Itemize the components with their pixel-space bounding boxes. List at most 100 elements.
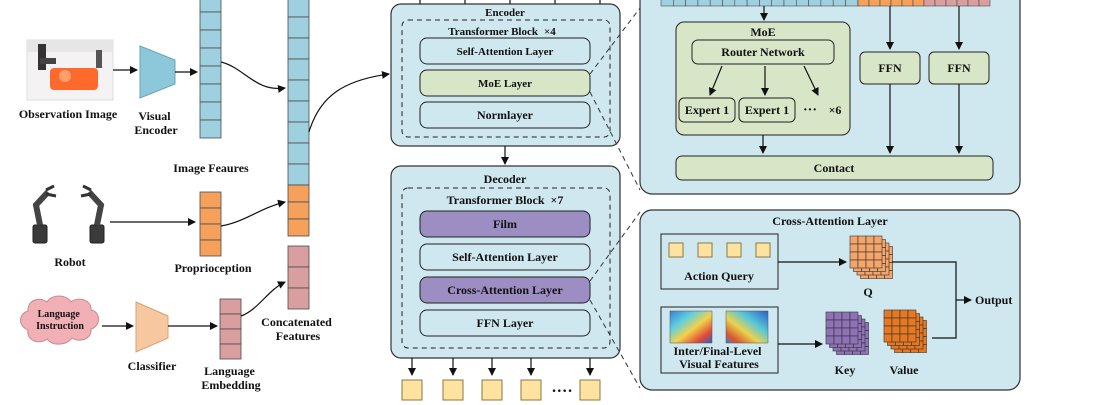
bar-image-cell bbox=[697, 0, 711, 7]
expert-dots: ··· bbox=[803, 103, 817, 118]
expert-repeat: ×6 bbox=[829, 103, 842, 117]
output-token bbox=[442, 379, 464, 401]
visual-encoder-label: Visual Encoder bbox=[134, 109, 178, 137]
bar-lang-cell bbox=[923, 0, 936, 7]
bar-image-cell bbox=[722, 0, 736, 7]
concatenated-features-column bbox=[287, 0, 310, 310]
encoder-self-attention-label: Self-Attention Layer bbox=[457, 46, 554, 58]
concat-image-cell bbox=[287, 100, 310, 123]
dashed-moe-connector-bottom bbox=[589, 91, 641, 191]
value-cell bbox=[899, 317, 909, 327]
value-cell bbox=[891, 309, 901, 319]
bar-image-cell bbox=[832, 0, 846, 7]
proprio-cell bbox=[199, 239, 222, 257]
key-cell bbox=[825, 327, 835, 337]
expert-1-label: Expert 1 bbox=[685, 103, 729, 117]
value-cell bbox=[907, 309, 917, 319]
action-query-token bbox=[755, 242, 771, 258]
q-cell bbox=[865, 251, 875, 261]
concat-lang-cell bbox=[287, 266, 310, 289]
q-label: Q bbox=[863, 285, 872, 299]
q-cell bbox=[857, 251, 867, 261]
contact-label: Contact bbox=[814, 161, 855, 175]
concat-image-cell bbox=[287, 121, 310, 144]
concat-lang-cell bbox=[287, 287, 310, 310]
heatmap-1 bbox=[669, 310, 713, 344]
encoder-moe-layer bbox=[419, 69, 591, 97]
concat-lang-cell bbox=[287, 245, 310, 268]
key-cell bbox=[849, 335, 859, 345]
bar-lang-cell bbox=[967, 0, 980, 7]
q-cell bbox=[849, 251, 859, 261]
action-query-tokens bbox=[668, 242, 771, 258]
feature-cell bbox=[199, 11, 222, 31]
proprioception-label: Proprioception bbox=[174, 261, 251, 275]
output-token bbox=[579, 379, 601, 401]
observation-image-label: Observation Image bbox=[19, 107, 118, 121]
bar-proprio-cell bbox=[868, 0, 881, 7]
value-cell bbox=[891, 325, 901, 335]
image-features-label: Image Feaures bbox=[173, 161, 249, 175]
lang-embedding-cell bbox=[219, 313, 242, 330]
q-cell bbox=[857, 235, 867, 245]
key-label: Key bbox=[835, 363, 856, 377]
concat-proprio-cell bbox=[287, 201, 310, 220]
decoder-cross-attention-label: Cross-Attention Layer bbox=[447, 283, 563, 297]
lang-embedding-cell bbox=[219, 298, 242, 315]
bar-image-cell bbox=[660, 0, 674, 7]
proprio-cell bbox=[199, 223, 222, 241]
q-cell bbox=[865, 259, 875, 269]
key-cell bbox=[841, 319, 851, 329]
decoder-self-attention-layer bbox=[419, 243, 591, 271]
arrow-router-to-expert3 bbox=[803, 65, 819, 96]
decoder-block-dashed bbox=[401, 187, 611, 349]
robot-arms-image bbox=[32, 184, 105, 244]
bar-proprio-cell bbox=[879, 0, 892, 7]
concatenated-features-label: Concatenated Features bbox=[261, 315, 335, 343]
output-token bbox=[401, 379, 423, 401]
value-cell bbox=[891, 317, 901, 327]
decoder-output-dots: ···· bbox=[551, 383, 572, 400]
encoder-title: Encoder bbox=[485, 7, 525, 19]
key-cell bbox=[849, 311, 859, 321]
curve-concat-to-encoder bbox=[308, 70, 390, 133]
value-label: Value bbox=[890, 363, 920, 377]
bar-proprio-cell bbox=[901, 0, 914, 7]
concat-image-cell bbox=[287, 37, 310, 60]
key-cell bbox=[825, 319, 835, 329]
key-cell bbox=[833, 335, 843, 345]
decoder-block-title: Transformer Block×7 bbox=[447, 193, 564, 207]
encoder-normlayer bbox=[419, 101, 591, 129]
q-cell bbox=[857, 259, 867, 269]
bar-proprio-cell bbox=[890, 0, 903, 7]
concat-image-cell bbox=[287, 79, 310, 102]
lang-embedding-cell bbox=[219, 343, 242, 360]
bar-image-cell bbox=[783, 0, 797, 7]
value-cell bbox=[891, 333, 901, 343]
bar-image-cell bbox=[672, 0, 686, 7]
key-cell bbox=[849, 327, 859, 337]
q-cell bbox=[849, 259, 859, 269]
decoder-cross-attention-layer bbox=[419, 276, 591, 304]
action-query-label: Action Query bbox=[684, 269, 754, 283]
bar-image-cell bbox=[759, 0, 773, 7]
encoder-self-attention-layer bbox=[419, 37, 591, 65]
bar-image-cell bbox=[734, 0, 748, 7]
concat-image-cell bbox=[287, 16, 310, 39]
classifier-label: Classifier bbox=[128, 359, 177, 373]
bar-image-cell bbox=[820, 0, 834, 7]
concat-proprio-cell bbox=[287, 184, 310, 203]
bar-image-cell bbox=[795, 0, 809, 7]
observation-image bbox=[26, 39, 114, 101]
bar-image-cell bbox=[746, 0, 760, 7]
bar-image-cell bbox=[685, 0, 699, 7]
value-cell bbox=[907, 333, 917, 343]
ffn-2-label: FFN bbox=[947, 61, 971, 75]
q-cell bbox=[849, 243, 859, 253]
language-embedding-column bbox=[219, 298, 242, 360]
output-token bbox=[481, 379, 503, 401]
q-cell bbox=[873, 235, 883, 245]
feature-cell bbox=[199, 119, 222, 139]
decoder-self-attention-label: Self-Attention Layer bbox=[452, 250, 558, 264]
